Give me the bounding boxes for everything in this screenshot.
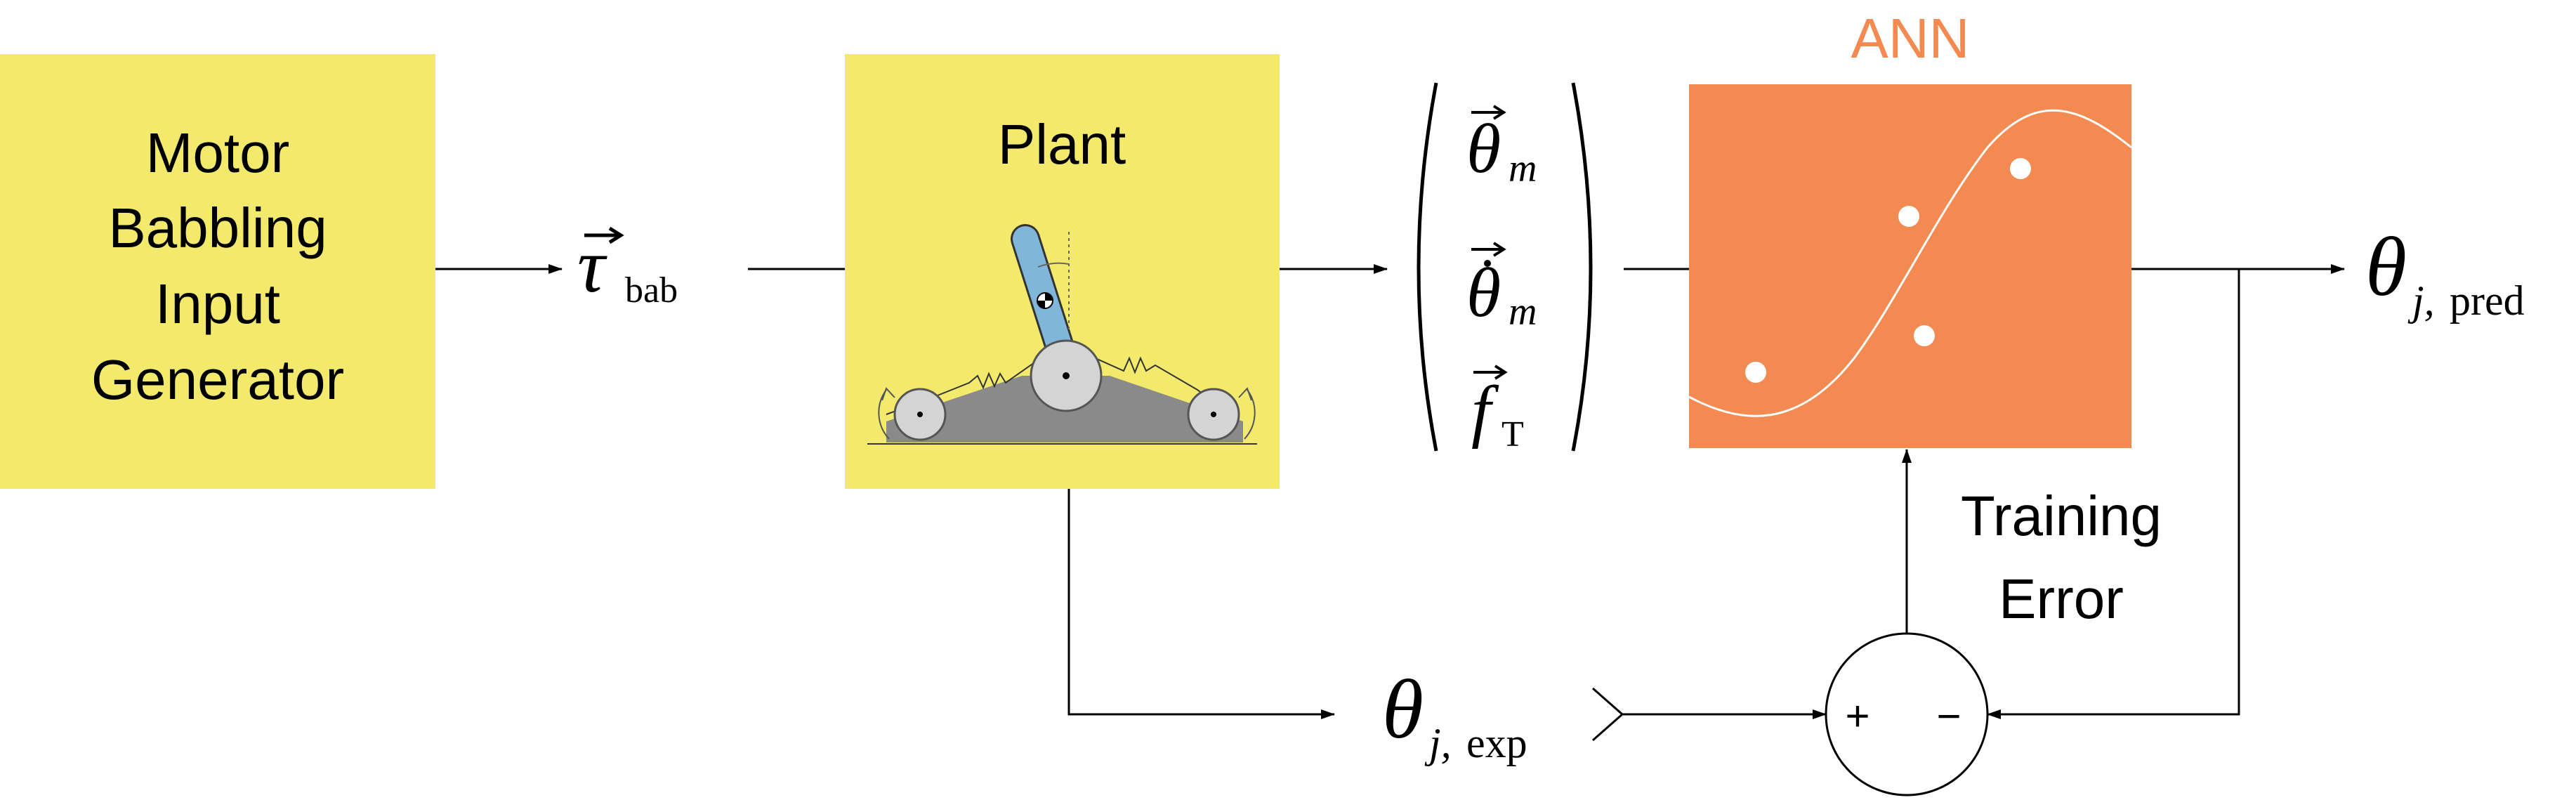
theta-exp-signal: θ j, exp	[1382, 662, 1527, 766]
sum-minus-sign: −	[1936, 693, 1961, 740]
f-t-entry: f T	[1471, 365, 1524, 454]
left-paren	[1417, 82, 1438, 452]
generator-label-line-4: Generator	[91, 348, 344, 411]
wire-plant-to-theta-exp	[1067, 489, 1335, 719]
theta-dot-m-symbol: θ	[1466, 254, 1501, 332]
f-t-subscript: T	[1501, 414, 1524, 454]
theta-exp-subscript-text: exp	[1466, 720, 1527, 766]
training-error-label-line-2: Error	[1999, 568, 2124, 630]
theta-dot-m-entry: θ m	[1466, 242, 1537, 334]
generator-label-line-2: Babbling	[108, 197, 327, 259]
theta-pred-output: θ j, pred	[2365, 220, 2525, 324]
theta-m-symbol: θ	[1466, 110, 1501, 188]
summing-junction: + −	[1825, 632, 1989, 796]
theta-exp-symbol: θ	[1382, 662, 1424, 756]
theta-exp-subscript-j: j,	[1424, 720, 1452, 766]
tau-subscript: bab	[625, 270, 678, 310]
f-t-symbol: f	[1471, 372, 1499, 450]
theta-dot-m-subscript: m	[1509, 290, 1537, 334]
ann-fit-curve	[1688, 109, 2132, 417]
tau-bab-signal: τ bab	[577, 223, 678, 310]
ann-block: ANN	[1688, 7, 2132, 448]
theta-pred-symbol: θ	[2365, 220, 2407, 313]
ann-data-point	[2010, 158, 2031, 179]
plant-title: Plant	[998, 113, 1126, 176]
sum-plus-sign: +	[1845, 693, 1869, 740]
center-of-mass-icon	[1037, 292, 1053, 309]
theta-m-entry: θ m	[1466, 105, 1537, 190]
plant-mechanism-illustration	[867, 224, 1257, 445]
generator-label-line-3: Input	[155, 273, 280, 335]
ann-data-point	[1745, 362, 1766, 383]
training-error-label-line-1: Training	[1961, 485, 2162, 547]
generator-label-line-1: Motor	[146, 122, 290, 184]
theta-exp-chevron	[1592, 687, 1624, 742]
theta-pred-subscript-j: j,	[2407, 277, 2435, 324]
right-tendon-spring	[1063, 343, 1231, 415]
tau-symbol: τ	[577, 223, 607, 308]
motor-babbling-generator-block: Motor Babbling Input Generator	[0, 54, 435, 489]
ann-data-point	[1914, 325, 1935, 346]
right-paren	[1571, 82, 1593, 452]
ann-data-point	[1898, 206, 1919, 227]
left-tendon-spring	[886, 343, 1061, 415]
theta-m-subscript: m	[1509, 147, 1537, 190]
plant-block: Plant	[845, 54, 1280, 489]
theta-pred-subscript-text: pred	[2450, 277, 2525, 324]
state-vector: θ m θ m f T	[1417, 82, 1593, 454]
wire-prediction-feedback	[1987, 269, 2240, 719]
ann-title: ANN	[1851, 7, 1970, 70]
